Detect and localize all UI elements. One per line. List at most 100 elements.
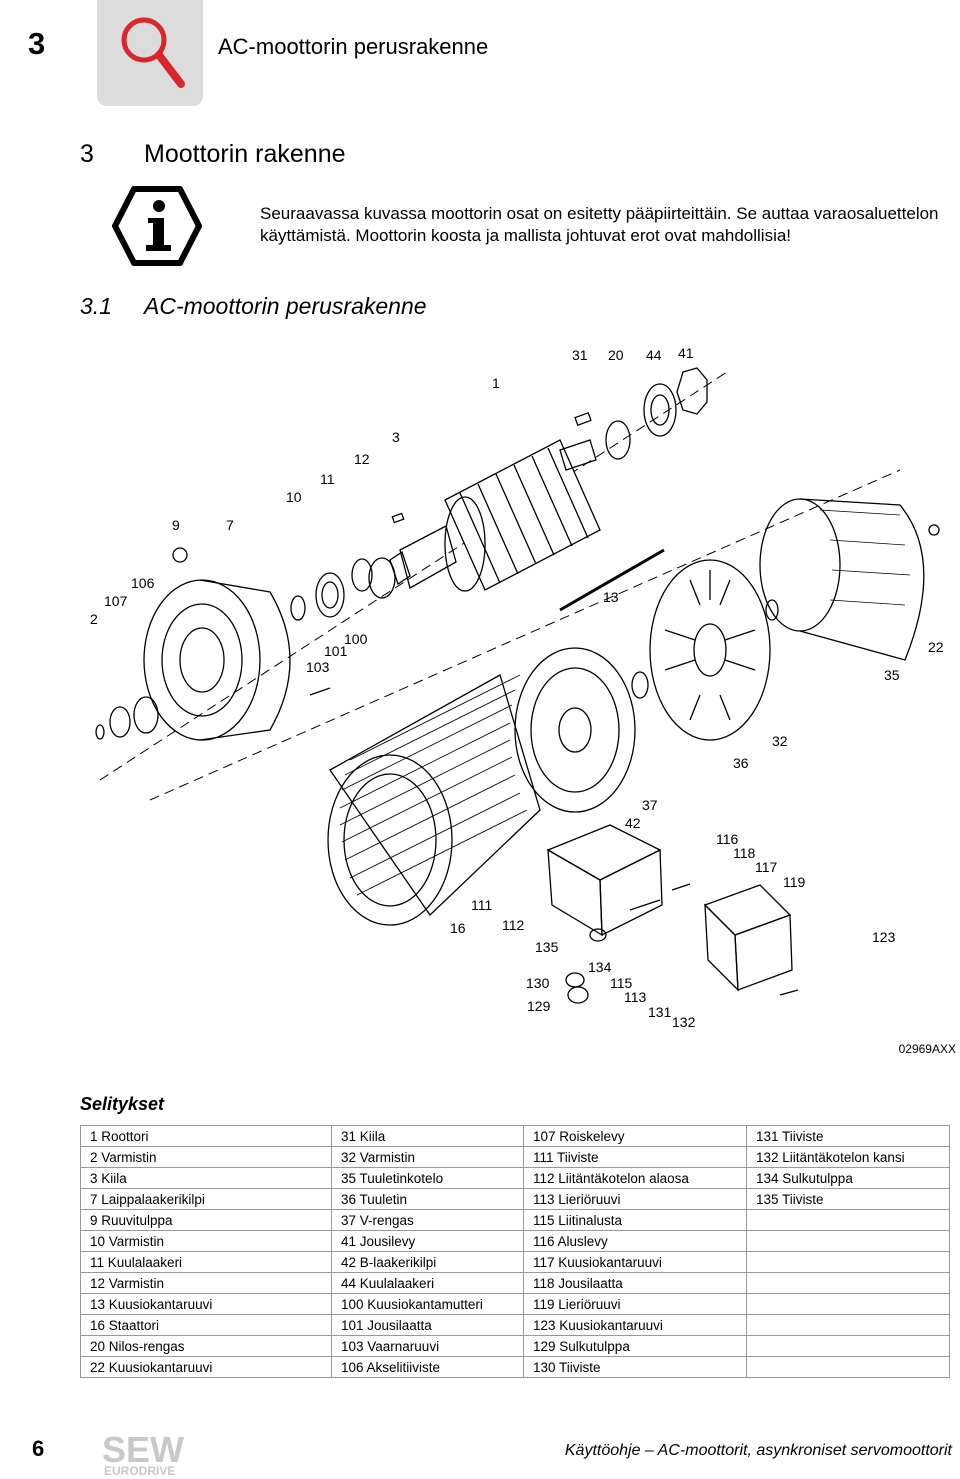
chapter-number: 3 — [28, 26, 46, 61]
subsection-number: 3.1 — [80, 293, 112, 319]
section-title: Moottorin rakenne — [144, 140, 346, 168]
legend-cell: 100 Kuusiokantamutteri — [331, 1293, 524, 1315]
splash-guard — [109, 706, 131, 738]
info-text: Seuraavassa kuvassa moottorin osat on es… — [260, 204, 939, 245]
part-number-labels: 1 31 20 44 41 3 12 11 10 9 7 106 107 2 1… — [90, 345, 944, 1030]
part-label: 113 — [624, 989, 647, 1005]
part-label: 131 — [648, 1004, 672, 1020]
document-title: Käyttöohje – AC-moottorit, asynkroniset … — [564, 1442, 952, 1459]
part-label: 35 — [884, 667, 900, 683]
part-label: 107 — [104, 593, 128, 609]
sew-eurodrive-logo: SEW EURODRIVE — [102, 1429, 184, 1478]
part-label: 12 — [354, 451, 370, 467]
ball-bearing-a — [315, 572, 345, 618]
part-label: 111 — [471, 897, 492, 913]
legend-cell — [746, 1314, 950, 1336]
legend-cell: 107 Roiskelevy — [523, 1125, 747, 1147]
legend-cell: 118 Jousilaatta — [523, 1272, 747, 1294]
section-number: 3 — [80, 140, 94, 168]
legend-cell: 131 Tiiviste — [746, 1125, 950, 1147]
subsection-title: AC-moottorin perusrakenne — [144, 293, 427, 319]
spring-washer — [676, 367, 708, 415]
legend-cell: 116 Aluslevy — [523, 1230, 747, 1252]
legend-cell: 106 Akselitiiviste — [331, 1356, 524, 1378]
legend-cell — [746, 1251, 950, 1273]
part-label: 1 — [492, 375, 500, 391]
part-label: 115 — [610, 975, 633, 991]
part-label: 116 — [716, 831, 739, 847]
part-label: 44 — [646, 347, 662, 363]
legend-cell: 22 Kuusiokantaruuvi — [80, 1356, 332, 1378]
legend-cell: 9 Ruuvitulppa — [80, 1209, 332, 1231]
fan-guard — [759, 498, 925, 661]
key-31 — [574, 412, 592, 426]
part-label: 112 — [502, 917, 525, 933]
legend-cell — [746, 1356, 950, 1378]
stator — [327, 674, 541, 926]
part-label: 41 — [678, 345, 694, 361]
v-ring — [631, 671, 649, 699]
legend-cell: 101 Jousilaatta — [331, 1314, 524, 1336]
part-label: 118 — [733, 845, 756, 861]
legend-cell: 2 Varmistin — [80, 1146, 332, 1168]
section-heading: 3 Moottorin rakenne — [80, 140, 346, 169]
key-3 — [391, 512, 405, 524]
svg-text:EURODRIVE: EURODRIVE — [104, 1464, 175, 1478]
legend-cell: 13 Kuusiokantaruuvi — [80, 1293, 332, 1315]
page-number: 6 — [32, 1436, 45, 1461]
chapter-tab — [97, 0, 203, 106]
subsection-heading: 3.1 AC-moottorin perusrakenne — [80, 293, 427, 320]
legend-title: Selitykset — [80, 1094, 165, 1114]
part-label: 9 — [172, 517, 180, 533]
legend-cell: 132 Liitäntäkotelon kansi — [746, 1146, 950, 1168]
figure-id: 02969AXX — [898, 1042, 956, 1056]
legend-cell: 44 Kuulalaakeri — [331, 1272, 524, 1294]
part-label: 2 — [90, 611, 98, 627]
legend-cell: 115 Liitinalusta — [523, 1209, 747, 1231]
legend-cell: 3 Kiila — [80, 1167, 332, 1189]
part-label: 36 — [733, 755, 749, 771]
terminal-box-cover — [703, 884, 793, 992]
fan — [649, 559, 771, 741]
legend-cell: 135 Tiiviste — [746, 1188, 950, 1210]
part-label: 132 — [672, 1014, 696, 1030]
part-label: 3 — [392, 429, 400, 445]
part-label: 106 — [131, 575, 155, 591]
part-label: 42 — [625, 815, 641, 831]
legend-cell: 12 Varmistin — [80, 1272, 332, 1294]
exploded-motor-diagram: 1 31 20 44 41 3 12 11 10 9 7 106 107 2 1… — [90, 345, 944, 1030]
legend-cell — [746, 1230, 950, 1252]
legend-cell: 119 Lieriöruuvi — [523, 1293, 747, 1315]
legend-cell: 117 Kuusiokantaruuvi — [523, 1251, 747, 1273]
part-label: 37 — [642, 797, 658, 813]
rotor — [389, 439, 601, 592]
legend-cell: 111 Tiiviste — [523, 1146, 747, 1168]
terminal-box — [546, 824, 663, 937]
part-label: 100 — [344, 631, 368, 647]
legend-cell — [746, 1335, 950, 1357]
legend-cell: 20 Nilos-rengas — [80, 1335, 332, 1357]
part-label: 20 — [608, 347, 624, 363]
part-label: 119 — [783, 874, 806, 890]
legend-cell: 42 B-laakerikilpi — [331, 1251, 524, 1273]
part-label: 10 — [286, 489, 302, 505]
legend-cell: 129 Sulkutulppa — [523, 1335, 747, 1357]
part-label: 134 — [588, 959, 612, 975]
svg-text:SEW: SEW — [102, 1429, 184, 1470]
part-label: 103 — [306, 659, 330, 675]
legend-cell: 134 Sulkutulppa — [746, 1167, 950, 1189]
legend-cell: 36 Tuuletin — [331, 1188, 524, 1210]
legend-cell: 37 V-rengas — [331, 1209, 524, 1231]
part-label: 129 — [527, 998, 551, 1014]
flange-endshield — [143, 547, 291, 741]
